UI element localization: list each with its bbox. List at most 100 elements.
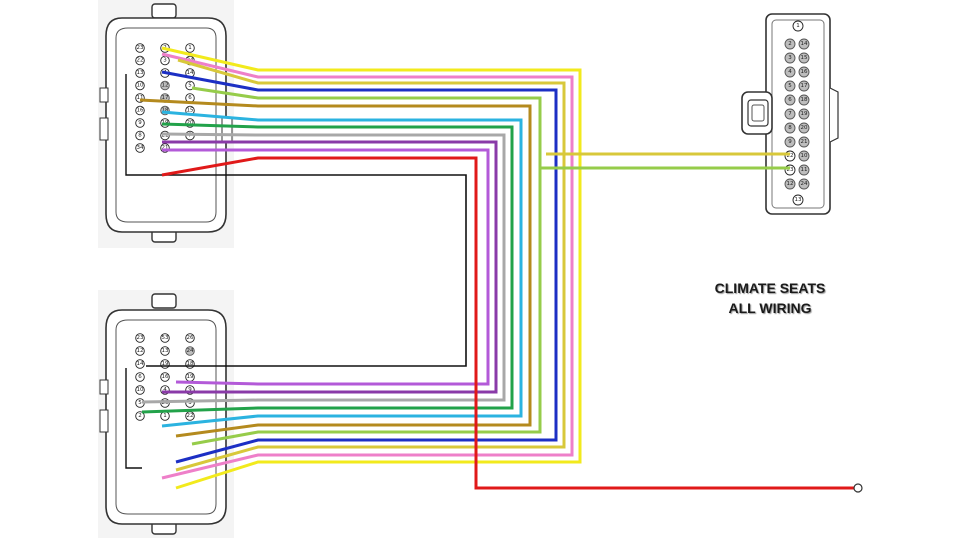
right-pin — [784, 122, 796, 134]
wire-purple — [162, 140, 498, 394]
right-pin — [798, 108, 810, 120]
bottom-left-pin-label: 9 — [188, 387, 192, 393]
top-left-pin — [135, 68, 145, 78]
right-pin-label: 12 — [787, 181, 794, 187]
right-pin-label: 24 — [801, 181, 808, 187]
right-pin — [784, 136, 796, 148]
bottom-left-pin-label: 3 — [188, 400, 192, 406]
right-pin — [798, 164, 810, 176]
bottom-left-pin — [135, 346, 145, 356]
wire-grey — [141, 132, 506, 404]
right-pin — [798, 66, 810, 78]
bottom-left-pin — [185, 346, 195, 356]
right-pin — [798, 136, 810, 148]
top-left-pin-label: 10 — [137, 83, 144, 89]
top-left-pin — [135, 55, 145, 66]
right-pin — [792, 194, 804, 206]
right-pin — [784, 178, 796, 190]
bottom-left-pin-label: 26 — [187, 335, 194, 341]
top-left-pin — [185, 43, 195, 53]
bottom-left-pin-label: 1 — [163, 413, 167, 419]
top-left-pin-label: 14 — [187, 70, 194, 76]
top-left-pin-label: 17 — [162, 95, 169, 101]
top-left-pin-label: 9 — [138, 120, 142, 126]
bottom-left-pin-label: 13 — [162, 348, 169, 354]
right-pin — [784, 66, 796, 78]
right-pin-label: 17 — [801, 83, 808, 89]
right-pin-label: 9 — [788, 139, 792, 145]
wire-brown — [139, 98, 532, 438]
bottom-left-pin-label: 4 — [163, 387, 167, 393]
bottom-left-pin — [135, 411, 145, 421]
right-pin-label: 18 — [801, 97, 808, 103]
top-left-pin-label: 15 — [187, 108, 194, 114]
right-pin — [784, 52, 796, 64]
right-pin-label: 15 — [801, 55, 808, 61]
wire-violet — [162, 148, 490, 386]
bottom-left-pin-label: 10 — [137, 387, 144, 393]
wire-cyan — [161, 110, 523, 428]
right-pin-label: 11 — [801, 167, 808, 173]
right-pin — [798, 94, 810, 106]
top-left-pin-label: 13 — [137, 70, 144, 76]
top-left-pin-label: 18 — [162, 108, 169, 114]
title-line-2: ALL WIRING — [728, 300, 812, 316]
bottom-left-pin — [160, 333, 170, 343]
right-pin-label: 4 — [788, 69, 792, 75]
right-pin-label: 10 — [801, 153, 808, 159]
right-pin-label: 1 — [796, 23, 800, 29]
wire-black — [146, 174, 467, 367]
bottom-left-pin-label: 2 — [138, 413, 142, 419]
top-left-pin — [160, 80, 170, 91]
top-left-pin-label: 16 — [137, 108, 144, 114]
bottom-left-pin-label: 22 — [187, 413, 194, 419]
wire-lime — [191, 86, 542, 446]
right-pin-label: 3 — [788, 55, 792, 61]
wire-pink — [161, 52, 574, 480]
wire-blue — [161, 70, 558, 464]
bottom-left-pin-label: 53 — [162, 335, 169, 341]
top-left-pin — [135, 118, 145, 128]
bottom-left-pin — [135, 385, 145, 395]
top-left-pin-label: 8 — [138, 133, 142, 139]
top-left-pin-label: 20 — [187, 120, 194, 126]
right-pin-label: 14 — [801, 41, 808, 47]
top-left-pin-label: 11 — [137, 95, 144, 101]
bottom-left-pin-label: 24 — [187, 348, 194, 354]
right-pin-label: 8 — [788, 125, 792, 131]
right-pin — [798, 178, 810, 190]
right-pin — [784, 38, 796, 50]
right-pin — [798, 122, 810, 134]
bottom-left-pin — [135, 333, 145, 343]
right-pin — [798, 150, 810, 162]
top-left-pin-label: 3 — [163, 58, 167, 64]
right-pin-label: 22 — [787, 153, 794, 159]
bottom-left-pin-label: 6 — [138, 374, 142, 380]
wire-olive — [175, 58, 566, 472]
right-pin — [792, 20, 804, 32]
wire-red — [161, 156, 856, 490]
bottom-left-pin-label: 19 — [162, 361, 169, 367]
bottom-left-pin-label: 19 — [187, 374, 194, 380]
diagram-title: CLIMATE SEATS ALL WIRING — [690, 278, 850, 318]
right-pin-label: 5 — [788, 83, 792, 89]
title-line-1: CLIMATE SEATS — [714, 280, 826, 296]
top-left-pin-label: 6 — [188, 95, 192, 101]
right-pin — [784, 80, 796, 92]
bottom-left-pin-label: 16 — [162, 374, 169, 380]
top-left-pin — [135, 143, 145, 153]
right-pin-label: 7 — [788, 111, 792, 117]
bottom-left-pin — [185, 333, 195, 343]
bottom-left-pin — [135, 359, 145, 369]
bottom-left-pin-label: 18 — [187, 361, 194, 367]
right-pin — [784, 108, 796, 120]
red-wire-terminal — [853, 483, 863, 493]
bottom-left-pin-label: 14 — [137, 361, 144, 367]
bottom-left-pin-label: 12 — [137, 348, 144, 354]
right-pin — [784, 94, 796, 106]
